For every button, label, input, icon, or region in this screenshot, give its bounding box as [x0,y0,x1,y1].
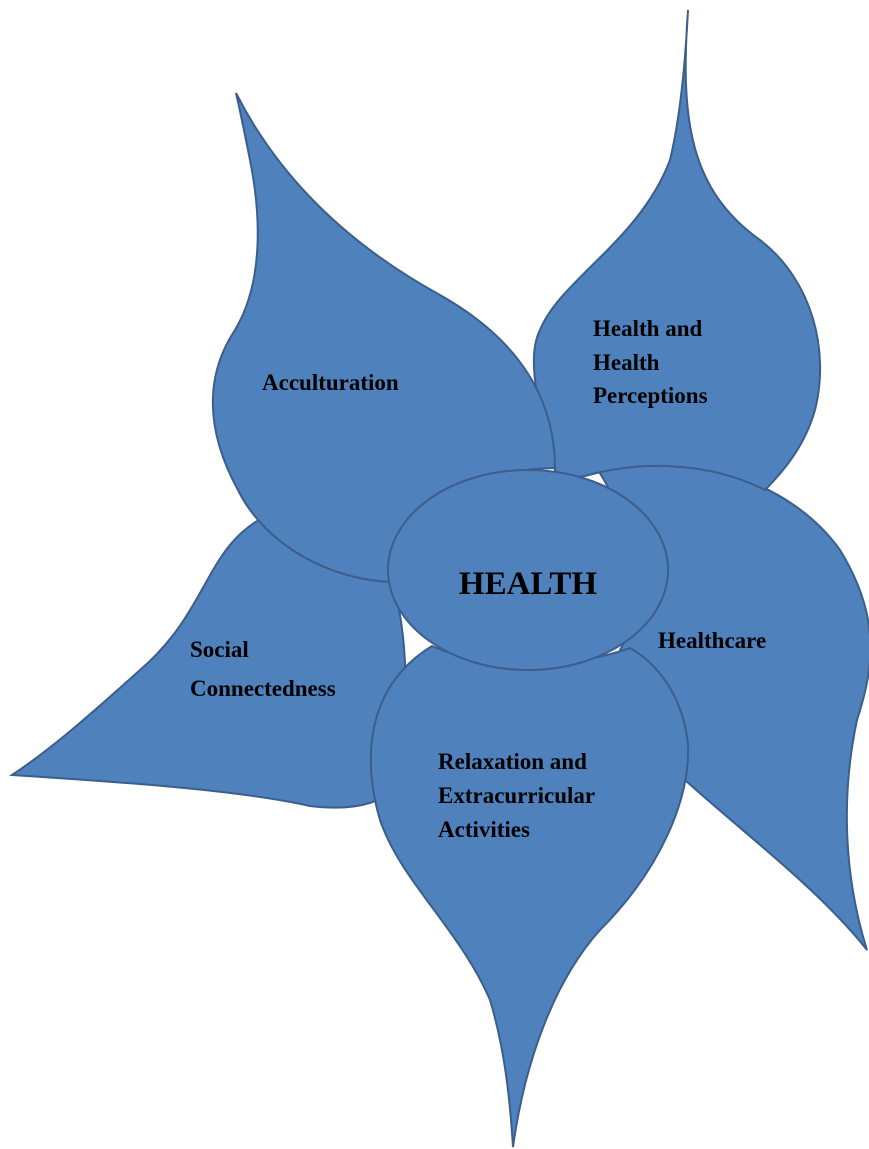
center-label: HEALTH [459,566,598,602]
health-perceptions-line-2: Health [593,350,660,375]
health-perceptions-line-1: Health and [593,316,702,341]
petal-relaxation [369,644,690,1148]
relaxation-line-2: Extracurricular [438,783,595,808]
petal-health-perceptions [532,9,822,492]
social-connectedness-label: Social Connectedness [190,637,336,701]
petal-acculturation [211,92,557,584]
social-line-2: Connectedness [190,676,336,701]
center-ellipse [387,469,669,671]
relaxation-line-1: Relaxation and [438,749,587,774]
health-perceptions-label: Health and Health Perceptions [593,316,708,408]
acculturation-label: Acculturation [262,370,399,395]
relaxation-line-3: Activities [438,817,530,842]
social-line-1: Social [190,637,249,662]
healthcare-label: Healthcare [658,628,766,653]
relaxation-label: Relaxation and Extracurricular Activitie… [438,749,600,842]
health-perceptions-line-3: Perceptions [593,383,708,408]
